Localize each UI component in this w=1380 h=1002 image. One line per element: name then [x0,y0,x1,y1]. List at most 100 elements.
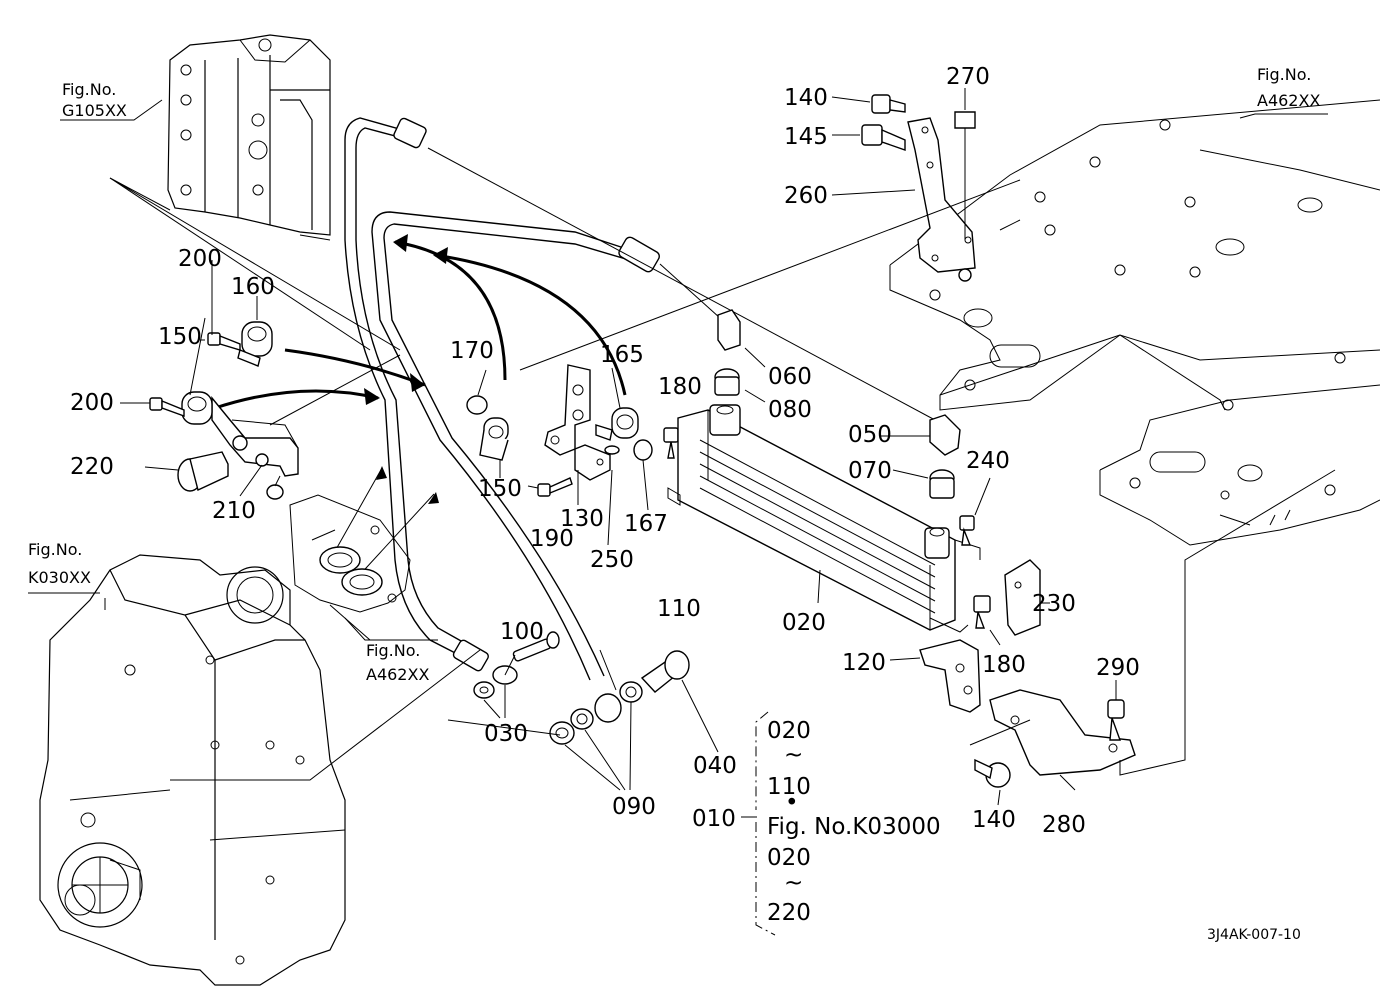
label-080: 080 [768,397,812,423]
label-140-top: 140 [784,85,828,111]
fig-ref-code: A462XX [366,665,429,684]
label-110: 110 [657,596,701,622]
label-190: 190 [530,526,574,552]
bracket-230 [1004,559,1041,636]
washer-250 [604,445,620,455]
fitting-080 [714,368,740,396]
oil-cooler-020 [667,404,981,633]
label-290: 290 [1096,655,1140,681]
assembly-line-2: 110 [767,774,811,800]
bolt-180-top [663,427,679,459]
label-145: 145 [784,124,828,150]
label-050: 050 [848,422,892,448]
fitting-070 [929,469,955,499]
nut-167 [633,439,653,461]
label-180-right: 180 [982,652,1026,678]
label-040: 040 [693,753,737,779]
fig-ref-a462-mid: Fig.No. A462XX [366,641,429,684]
bracket-120 [919,639,981,713]
label-180-top: 180 [658,374,702,400]
label-270: 270 [946,64,990,90]
fig-ref-title: Fig.No. [62,80,116,99]
label-167: 167 [624,511,668,537]
clamp-150-center [479,417,509,461]
bracket-280 [989,689,1136,776]
label-020: 020 [782,610,826,636]
label-090: 090 [612,794,656,820]
bolt-270 [954,111,976,282]
label-240: 240 [966,448,1010,474]
clamp-bracket-210 [211,396,299,500]
leader-a462-top [1239,113,1328,119]
label-120: 120 [842,650,886,676]
label-160: 160 [231,274,275,300]
label-060: 060 [768,364,812,390]
nut-170 [466,395,488,415]
drawing-code: 3J4AK-007-10 [1207,927,1301,943]
fig-ref-code: G105XX [62,101,127,120]
label-250: 250 [590,547,634,573]
assembly-dot: • [785,790,799,816]
fitting-060 [717,309,741,351]
label-170: 170 [450,338,494,364]
arrow-160 [284,348,426,387]
label-100: 100 [500,619,544,645]
fig-ref-g105: Fig.No. G105XX [62,80,127,120]
bolt-220 [177,451,229,492]
label-130: 130 [560,506,604,532]
assembly-line-1: 020 [767,718,811,744]
assembly-brace [755,711,776,936]
arrow-165 [434,253,627,396]
bolt-145 [861,124,906,151]
fitting-050 [929,414,961,456]
washer-030 [473,681,495,699]
bolt-140-top [871,94,906,114]
bolt-140-bottom [974,758,1011,788]
label-150-center: 150 [478,476,522,502]
assembly-note: 020 ~ 110 • Fig. No.K03000 020 ~ 220 [767,718,941,926]
bolt-290 [1107,699,1125,741]
label-200-left: 200 [70,390,114,416]
front-housing-drawing [167,34,331,236]
label-030: 030 [484,721,528,747]
label-165: 165 [600,342,644,368]
label-210: 210 [212,498,256,524]
arrow-170 [394,240,507,381]
frame-plate-drawing [889,99,1380,546]
fig-ref-k030: Fig.No. K030XX [28,540,91,587]
clamp-160 [237,321,273,367]
label-010: 010 [692,806,736,832]
fig-ref-title: Fig.No. [28,540,82,559]
lower-plate-drawing [289,494,411,641]
label-150-left: 150 [158,324,202,350]
label-140-bottom: 140 [972,807,1016,833]
hose-110 [371,211,660,723]
bolt-240 [959,515,975,546]
fig-ref-title: Fig.No. [1257,65,1311,84]
label-200-top: 200 [178,246,222,272]
assembly-line-5: 220 [767,900,811,926]
transmission-case-drawing [39,554,346,986]
assembly-tilde-2: ~ [784,870,803,896]
label-070: 070 [848,458,892,484]
assembly-line-4: 020 [767,845,811,871]
label-220: 220 [70,454,114,480]
bracket-260 [907,117,976,273]
bolt-190 [537,477,573,497]
bolt-200-top [207,332,241,351]
label-230: 230 [1032,591,1076,617]
part-labels: 140 145 270 260 200 160 150 200 220 210 … [70,64,1140,838]
fig-ref-code: A462XX [1257,91,1320,110]
clamp-165 [595,407,639,441]
clamp-150-left [181,391,213,425]
fig-ref-a462-top: Fig.No. A462XX [1257,65,1320,110]
bolt-180-right [973,595,991,629]
arrow-150 [214,389,379,410]
assembly-line-3: Fig. No.K03000 [767,814,941,840]
banjo-bolt-040 [640,650,690,693]
fig-ref-code: K030XX [28,568,91,587]
fig-ref-title: Fig.No. [366,641,420,660]
bracket-130 [544,364,611,481]
